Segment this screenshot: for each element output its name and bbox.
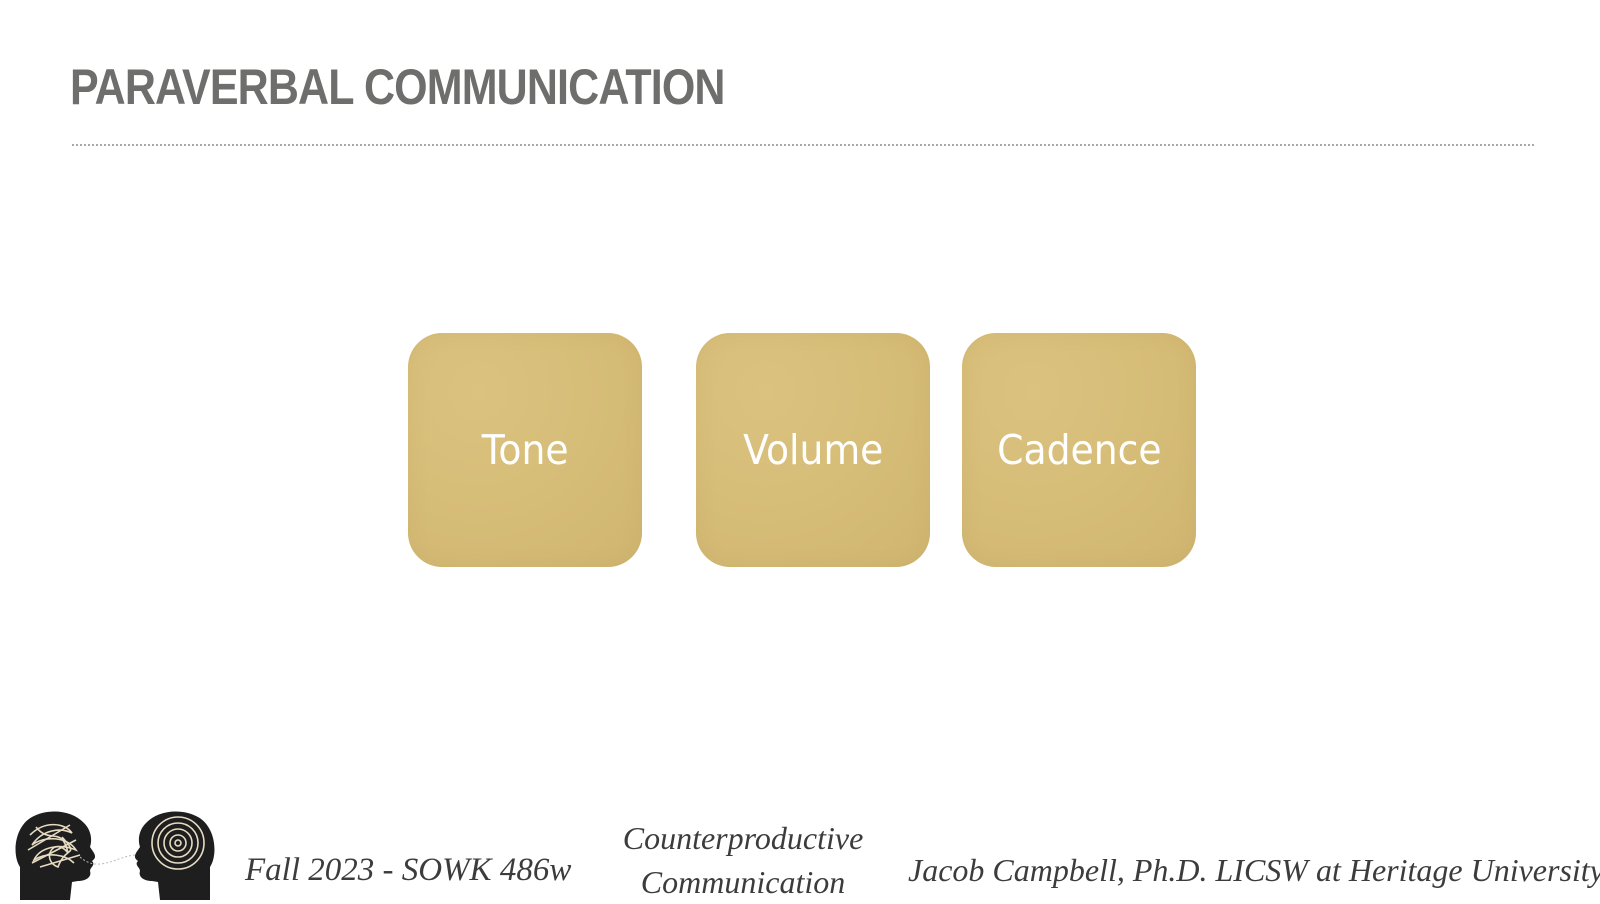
tile-label: Tone <box>481 426 569 474</box>
tile-volume: Volume <box>696 333 930 567</box>
tile-label: Volume <box>742 426 884 474</box>
footer-author: Jacob Campbell, Ph.D. LICSW at Heritage … <box>908 852 1600 888</box>
footer-topic-line1: Counterproductive <box>622 820 864 856</box>
footer-course: Fall 2023 - SOWK 486w <box>245 852 572 888</box>
slide-title: PARAVERBAL COMMUNICATION <box>70 59 725 115</box>
title-divider <box>72 144 1534 146</box>
footer-topic: Counterproductive Communication <box>612 816 874 904</box>
two-heads-communication-icon <box>15 811 215 900</box>
tile-label: Cadence <box>996 426 1162 474</box>
tile-cadence: Cadence <box>962 333 1196 567</box>
tile-tone: Tone <box>408 333 642 567</box>
footer-topic-line2: Communication <box>640 864 846 900</box>
